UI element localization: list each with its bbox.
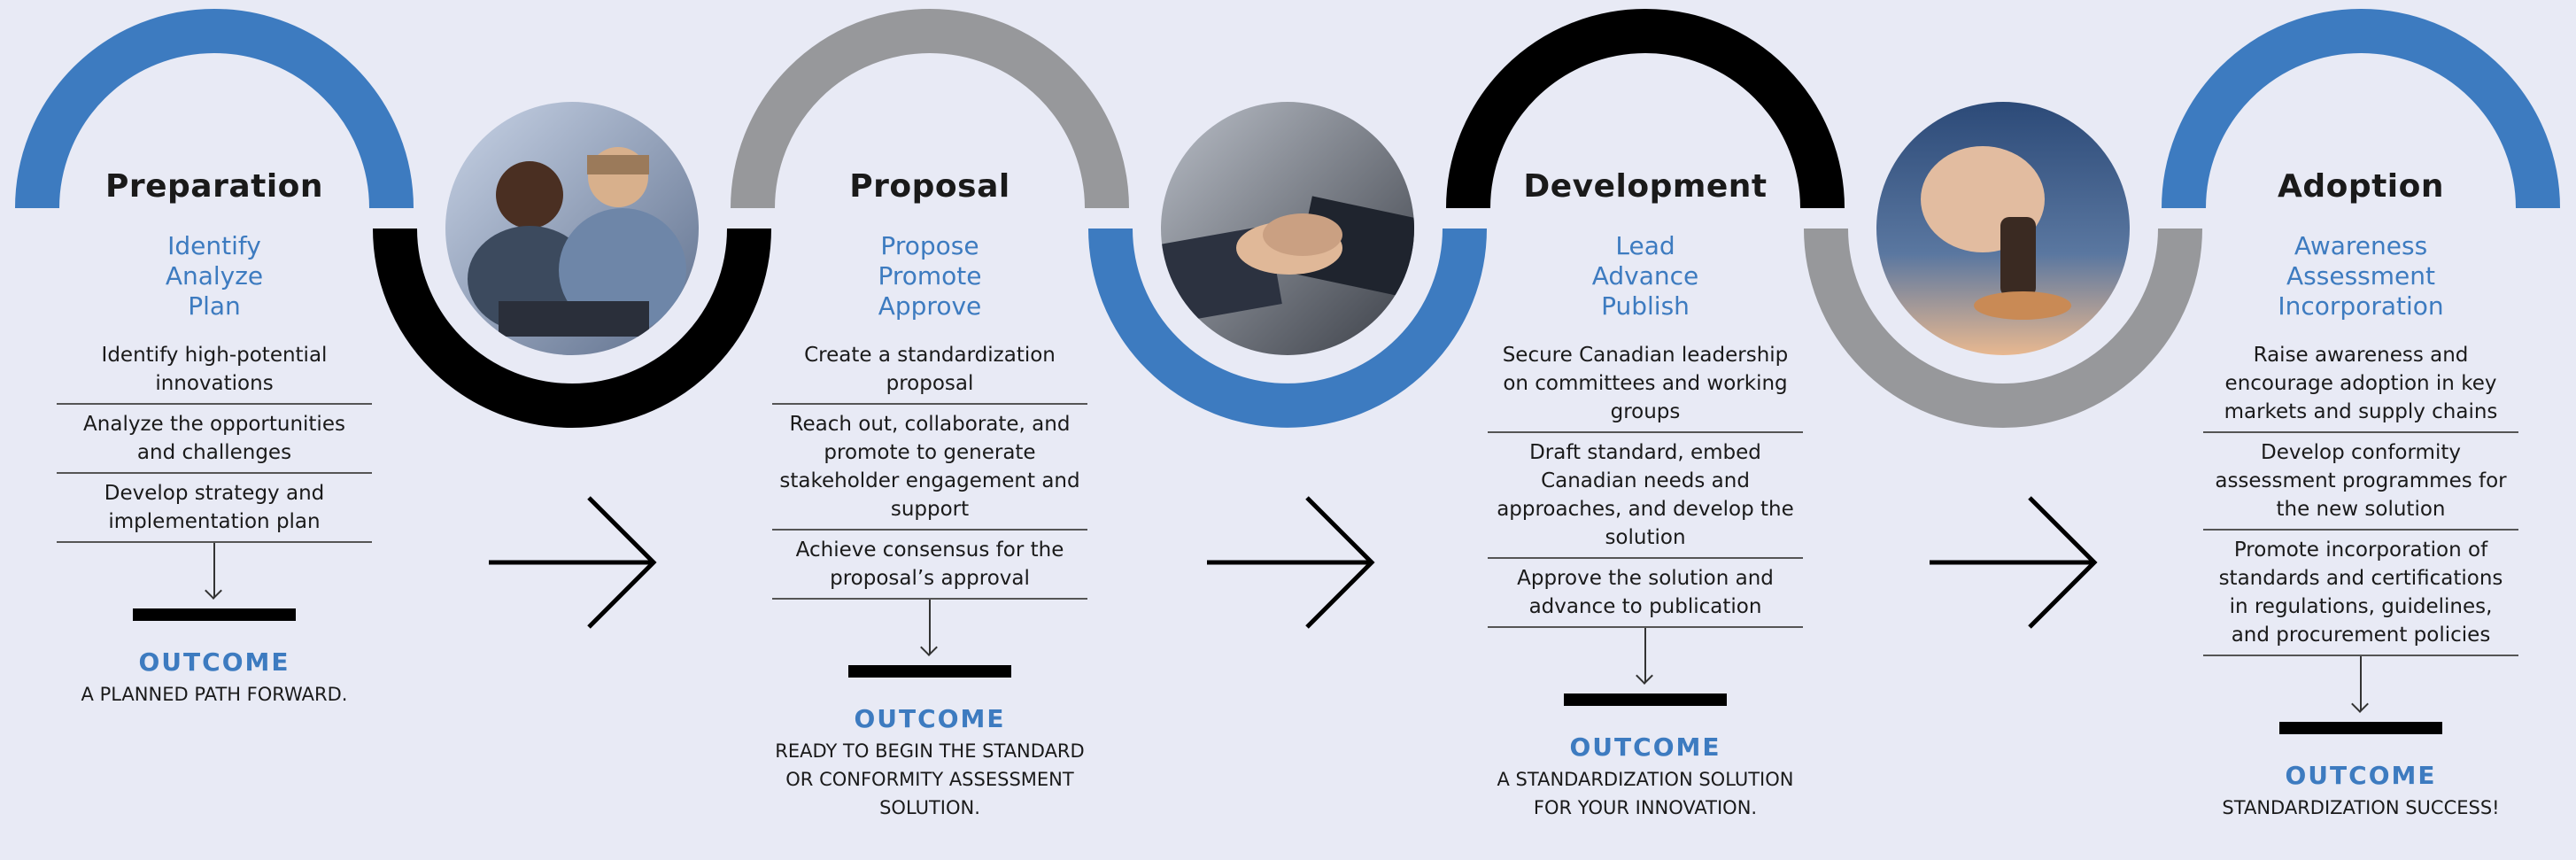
down-arrow-icon [2360, 656, 2362, 711]
down-arrow-icon [213, 543, 215, 598]
step-item: Draft standard, embed Canadian needs and… [1488, 433, 1803, 559]
top-arc-adoption [2162, 9, 2560, 209]
stage-verbs: Propose Promote Approve [770, 231, 1089, 322]
step-item: Analyze the opportunities and challenges [57, 405, 372, 474]
bottom-arc-3 [1804, 228, 2202, 428]
verb: Analyze [165, 261, 264, 291]
stage-preparation: Preparation Identify Analyze Plan Identi… [55, 168, 374, 709]
step-item: Create a standardization proposal [772, 336, 1087, 405]
step-list: Secure Canadian leadership on committees… [1488, 336, 1803, 628]
outcome-text: STANDARDIZATION SUCCESS! [2222, 797, 2500, 818]
stage-title: Adoption [2277, 168, 2445, 205]
team-meeting-photo [445, 102, 699, 355]
outcome-text: READY TO BEGIN THE STANDARD OR CONFORMIT… [775, 740, 1085, 818]
verb: Lead [1615, 231, 1675, 260]
verb: Incorporation [2278, 291, 2444, 321]
verb: Propose [880, 231, 979, 260]
right-arrow-icon [1930, 496, 2098, 629]
top-arc-development [1446, 9, 1845, 209]
right-arrow-icon [1207, 496, 1375, 629]
verb: Promote [878, 261, 982, 291]
outcome-bar [848, 665, 1011, 678]
down-arrow-icon [929, 600, 931, 655]
outcome-label: OUTCOME [2285, 761, 2437, 790]
outcome-label: OUTCOME [138, 647, 290, 677]
stage-verbs: Identify Analyze Plan [55, 231, 374, 322]
handshake-photo [1161, 102, 1414, 355]
step-item: Raise awareness and encourage adoption i… [2203, 336, 2518, 433]
top-arc-preparation [15, 9, 414, 209]
outcome-bar [1564, 693, 1727, 706]
stage-title: Preparation [104, 168, 324, 205]
top-arc-proposal [731, 9, 1129, 209]
down-arrow-icon [1644, 628, 1646, 683]
bottom-arc-2 [1088, 228, 1487, 428]
stage-proposal: Proposal Propose Promote Approve Create … [770, 168, 1089, 822]
step-list: Create a standardization proposal Reach … [772, 336, 1087, 600]
approval-stamp-photo [1876, 102, 2130, 355]
outcome-bar [2279, 722, 2442, 734]
step-item: Develop conformity assessment programmes… [2203, 433, 2518, 531]
verb: Advance [1591, 261, 1699, 291]
outcome-bar [133, 608, 296, 621]
verb: Publish [1601, 291, 1690, 321]
stage-verbs: Lead Advance Publish [1486, 231, 1805, 322]
step-item: Reach out, collaborate, and promote to g… [772, 405, 1087, 531]
stage-verbs: Awareness Assessment Incorporation [2201, 231, 2520, 322]
step-item: Promote incorporation of standards and c… [2203, 531, 2518, 656]
outcome-label: OUTCOME [854, 704, 1006, 733]
stage-adoption: Adoption Awareness Assessment Incorporat… [2201, 168, 2520, 822]
bottom-arc-1 [373, 228, 771, 428]
step-item: Achieve consensus for the proposal’s app… [772, 531, 1087, 600]
verb: Awareness [2294, 231, 2428, 260]
outcome-text: A PLANNED PATH FORWARD. [81, 684, 348, 705]
step-item: Develop strategy and implementation plan [57, 474, 372, 543]
right-arrow-icon [489, 496, 657, 629]
verb: Plan [188, 291, 241, 321]
step-item: Approve the solution and advance to publ… [1488, 559, 1803, 628]
verb: Approve [878, 291, 982, 321]
step-item: Identify high-potential innovations [57, 336, 372, 405]
verb: Identify [167, 231, 261, 260]
outcome-label: OUTCOME [1569, 732, 1721, 762]
step-item: Secure Canadian leadership on committees… [1488, 336, 1803, 433]
stage-title: Proposal [849, 168, 1010, 205]
outcome-text: A STANDARDIZATION SOLUTION FOR YOUR INNO… [1497, 769, 1794, 818]
stage-development: Development Lead Advance Publish Secure … [1486, 168, 1805, 822]
step-list: Identify high-potential innovations Anal… [57, 336, 372, 543]
step-list: Raise awareness and encourage adoption i… [2203, 336, 2518, 656]
stage-title: Development [1523, 168, 1768, 205]
verb: Assessment [2286, 261, 2435, 291]
